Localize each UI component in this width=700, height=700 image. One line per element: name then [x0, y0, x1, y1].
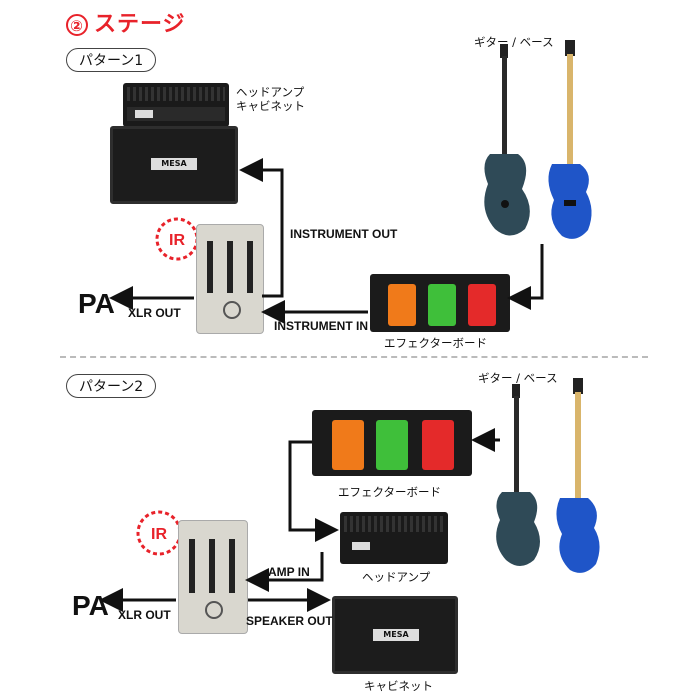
- board-label-1: エフェクターボード: [384, 336, 488, 350]
- title-number: ②: [66, 14, 88, 36]
- pedal-icon: [388, 284, 416, 326]
- guitar-label-2: ギター / ベース: [478, 371, 558, 385]
- cab-logo-2: MESA: [373, 629, 419, 641]
- xlr-out-label-2: XLR OUT: [118, 608, 171, 622]
- bass-icon: [548, 40, 592, 239]
- instrument-out-label: INSTRUMENT OUT: [290, 227, 398, 241]
- amp-label-1: ヘッドアンプ: [236, 85, 305, 99]
- arrow-icon: [245, 552, 324, 592]
- arrow-icon: [288, 440, 339, 542]
- pattern1-badge: パターン1: [66, 48, 157, 72]
- amp-label-2: キャビネット: [236, 99, 305, 113]
- pedal-icon: [468, 284, 496, 326]
- guitar-icon: [496, 384, 540, 566]
- arrow-icon: [239, 158, 284, 298]
- amp-head-icon: [340, 512, 448, 564]
- arrow-icon: [507, 244, 544, 310]
- guitar-label-1: ギター / ベース: [474, 35, 554, 49]
- cab-label-2: キャビネット: [364, 679, 433, 693]
- pattern2-badge: パターン2: [66, 374, 157, 398]
- di-box-icon: [178, 520, 248, 634]
- page-title: ② ステージ: [66, 6, 186, 38]
- di-box-icon: [196, 224, 264, 334]
- board-label-2: エフェクターボード: [338, 485, 442, 499]
- xlr-out-label-1: XLR OUT: [128, 306, 181, 320]
- head-label-2: ヘッドアンプ: [362, 570, 431, 584]
- bass-icon: [556, 378, 600, 573]
- cabinet-icon: MESA: [110, 126, 238, 204]
- instrument-in-label: INSTRUMENT IN: [274, 319, 368, 333]
- amp-in-label: AMP IN: [268, 565, 310, 579]
- pedal-icon: [376, 420, 408, 470]
- effect-board-2: [312, 410, 472, 476]
- title-text: ステージ: [94, 12, 186, 37]
- effect-board-1: [370, 274, 510, 332]
- ir-badge-text: IR: [169, 232, 185, 249]
- cabinet-icon: MESA: [332, 596, 458, 674]
- pedal-icon: [422, 420, 454, 470]
- section-divider: [60, 356, 648, 358]
- ir-badge-text-2: IR: [151, 526, 167, 543]
- speaker-out-label: SPEAKER OUT: [246, 614, 333, 628]
- pedal-icon: [332, 420, 364, 470]
- pedal-icon: [428, 284, 456, 326]
- cab-logo: MESA: [151, 158, 197, 170]
- amp-head-icon: [123, 83, 229, 127]
- pa-label-1: PA: [78, 288, 115, 319]
- ir-badge-icon: IR: [155, 217, 199, 261]
- guitar-icon: [484, 44, 530, 236]
